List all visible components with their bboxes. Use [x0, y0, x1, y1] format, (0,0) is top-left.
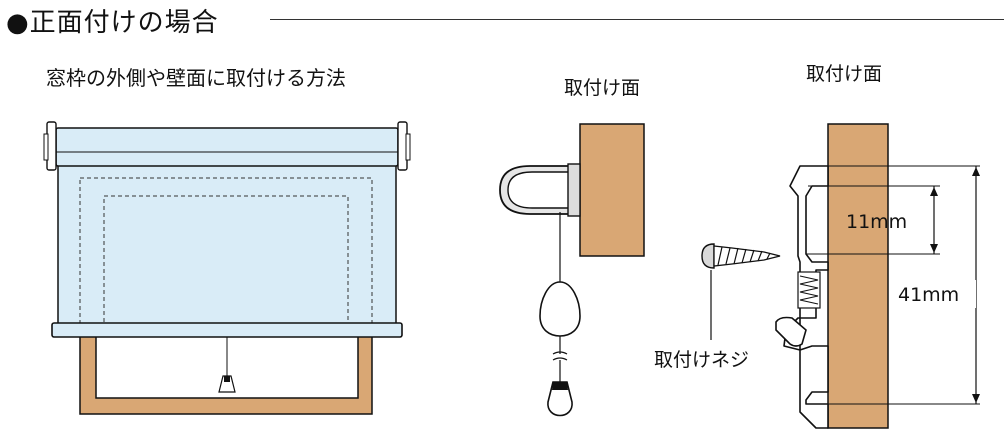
head-rail	[55, 127, 399, 167]
screw-label: 取付けネジ	[654, 349, 749, 371]
cord-pull-knob	[539, 281, 581, 337]
mount-surface-label-1: 取付け面	[564, 77, 640, 99]
title-rule	[270, 19, 1004, 20]
cord-weight-cap	[552, 382, 568, 390]
mounting-screw	[701, 243, 781, 269]
roller-housing-inner	[507, 171, 573, 209]
window-frame	[79, 329, 373, 415]
pull-cord-cap	[224, 376, 230, 382]
mount-surface-block-2	[827, 123, 889, 429]
side-view-illustration: 取付け面	[499, 77, 645, 417]
section-subtitle: 窓枠の外側や壁面に取付ける方法	[46, 66, 346, 90]
blind-fabric	[57, 161, 397, 327]
bottom-bar	[51, 322, 403, 338]
dimension-11mm: 11mm	[846, 211, 907, 233]
mount-surface-label-2: 取付け面	[806, 63, 882, 85]
window-illustration	[43, 121, 411, 415]
dimension-41mm: 41mm	[898, 284, 959, 306]
right-bracket-cap	[405, 133, 411, 161]
section-title: ●正面付けの場合	[6, 8, 219, 38]
mount-surface-block-1	[579, 123, 645, 257]
release-lever	[775, 316, 807, 347]
housing-plate	[567, 163, 581, 217]
bracket-detail-illustration: 取付け面 取付けネジ 11mm 41mm	[654, 63, 980, 429]
bracket-spring	[799, 275, 819, 305]
dim-41mm-label-bg	[896, 280, 976, 308]
left-bracket-cap	[43, 133, 49, 161]
pull-cord-weight	[218, 375, 236, 393]
cord-break-mark	[552, 351, 568, 361]
cord-weight	[547, 381, 573, 417]
